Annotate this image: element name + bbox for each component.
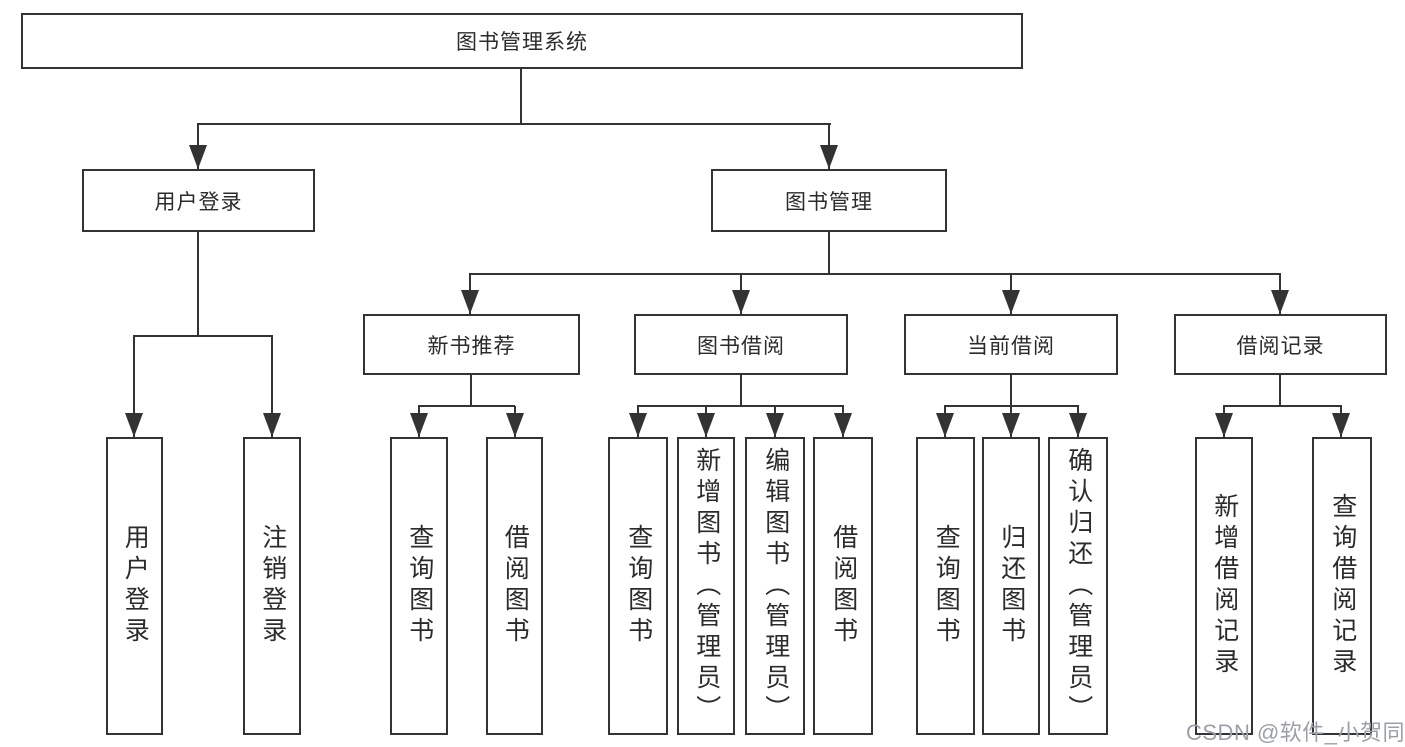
- leaf-query-books-current: 查询图书: [916, 437, 975, 735]
- watermark: CSDN @软件_小贺同学: [1186, 720, 1405, 745]
- arrow-down-icon: [125, 413, 143, 437]
- connector-line: [1223, 405, 1342, 407]
- leaf-confirm-return-admin: 确认归还（管理员）: [1048, 437, 1108, 735]
- arrow-down-icon: [461, 290, 479, 314]
- leaf-edit-book-admin: 编辑图书（管理员）: [745, 437, 805, 735]
- connector-line: [418, 405, 515, 407]
- connector-line: [197, 123, 831, 125]
- connector-line: [133, 335, 273, 337]
- arrow-down-icon: [1215, 413, 1233, 437]
- connector-line: [271, 336, 273, 437]
- node-current-borrow: 当前借阅: [904, 314, 1118, 375]
- arrow-down-icon: [732, 290, 750, 314]
- node-library-system: 图书管理系统: [21, 13, 1023, 69]
- connector-line: [470, 375, 472, 406]
- connector-line: [1010, 375, 1012, 406]
- node-user-login: 用户登录: [82, 169, 315, 232]
- leaf-add-borrow-record: 新增借阅记录: [1195, 437, 1253, 735]
- connector-line: [828, 232, 830, 274]
- arrow-down-icon: [1069, 413, 1087, 437]
- leaf-borrow-books: 借阅图书: [813, 437, 873, 735]
- arrow-down-icon: [189, 145, 207, 169]
- leaf-query-books-borrow: 查询图书: [608, 437, 668, 735]
- arrow-down-icon: [1002, 413, 1020, 437]
- arrow-down-icon: [834, 413, 852, 437]
- leaf-user-login: 用户登录: [106, 437, 163, 735]
- leaf-borrow-books-recommend: 借阅图书: [486, 437, 543, 735]
- leaf-query-borrow-record: 查询借阅记录: [1312, 437, 1372, 735]
- arrow-down-icon: [936, 413, 954, 437]
- arrow-down-icon: [1271, 290, 1289, 314]
- leaf-query-books-recommend: 查询图书: [390, 437, 448, 735]
- node-book-borrow: 图书借阅: [634, 314, 848, 375]
- connector-line: [197, 232, 199, 336]
- connector-line: [520, 69, 522, 124]
- leaf-add-book-admin: 新增图书（管理员）: [677, 437, 735, 735]
- arrow-down-icon: [506, 413, 524, 437]
- leaf-return-book: 归还图书: [982, 437, 1040, 735]
- arrow-down-icon: [1002, 290, 1020, 314]
- connector-line: [469, 273, 1281, 275]
- arrow-down-icon: [1332, 413, 1350, 437]
- arrow-down-icon: [697, 413, 715, 437]
- node-borrow-records: 借阅记录: [1174, 314, 1387, 375]
- arrow-down-icon: [263, 413, 281, 437]
- node-book-management: 图书管理: [711, 169, 947, 232]
- connector-line: [740, 375, 742, 406]
- node-new-book-recommend: 新书推荐: [363, 314, 580, 375]
- arrow-down-icon: [629, 413, 647, 437]
- leaf-logout: 注销登录: [243, 437, 301, 735]
- arrow-down-icon: [766, 413, 784, 437]
- connector-line: [133, 336, 135, 437]
- connector-line: [637, 405, 844, 407]
- arrow-down-icon: [410, 413, 428, 437]
- arrow-down-icon: [820, 145, 838, 169]
- connector-line: [1279, 375, 1281, 406]
